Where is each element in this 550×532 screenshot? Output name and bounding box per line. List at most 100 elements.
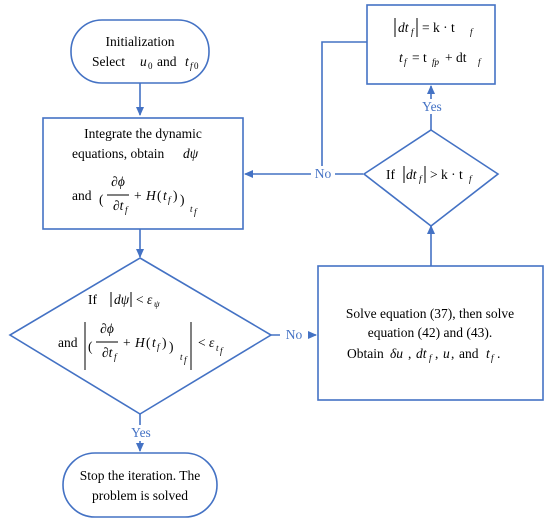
label-yes-update: Yes [422,99,442,114]
svg-text:= k · t: = k · t [422,20,455,35]
svg-text:u: u [443,346,450,361]
svg-text:.: . [497,346,500,361]
svg-text:): ) [162,335,167,350]
update-box [366,4,496,85]
svg-text:f: f [419,174,423,184]
svg-text:dψ: dψ [114,292,130,307]
solve-line2: equation (42) and (43). [368,325,492,340]
svg-text:t: t [190,204,193,214]
svg-text:equations, obtain: equations, obtain [72,146,164,161]
svg-text:,: , [408,346,411,361]
svg-text:+ dt: + dt [445,50,467,65]
svg-text:(: ( [99,192,104,207]
integrate-box [42,117,244,230]
svg-text:t: t [486,346,491,361]
svg-text:): ) [173,188,178,203]
svg-text:f: f [190,61,194,71]
svg-text:f: f [157,342,161,352]
svg-text:f: f [184,355,188,365]
svg-text:f: f [478,57,482,67]
check-decision [362,129,500,228]
init-terminal [70,19,210,84]
svg-text:and: and [72,188,92,203]
svg-text:f: f [194,207,198,217]
svg-text:f: f [429,353,433,363]
integrate-line2: equations, obtain dψ [72,146,199,161]
svg-text:f: f [404,57,408,67]
svg-text:dt: dt [406,167,418,182]
svg-text:,: , [451,346,454,361]
svg-text:dt: dt [416,346,428,361]
svg-text:t: t [399,50,404,65]
svg-text:t: t [152,335,157,350]
svg-text:δu: δu [390,346,403,361]
svg-text:): ) [169,339,174,354]
label-yes-stop: Yes [131,425,151,440]
svg-text:<: < [136,292,144,307]
svg-text:f: f [470,27,474,37]
svg-text:f: f [114,352,118,362]
svg-text:,: , [435,346,438,361]
svg-text:H: H [134,335,146,350]
stop-line1: Stop the iteration. The [80,468,200,483]
svg-text:dψ: dψ [183,146,199,161]
decision-condition-2: and ( ∂ϕ ∂t f + H ( t f ) ) t f < ε t f [58,321,224,370]
svg-text:u: u [140,54,147,69]
label-no-integrate: No [315,166,332,181]
svg-text:Obtain: Obtain [347,346,384,361]
svg-text:<: < [198,335,206,350]
svg-text:t: t [180,352,183,362]
init-select-line: Select u 0 and t f 0 [92,54,199,71]
svg-text:ε: ε [209,335,215,350]
svg-text:): ) [180,192,185,207]
solve-box [317,265,544,401]
svg-text:f: f [469,174,473,184]
svg-text:Select: Select [92,54,125,69]
stop-terminal [62,452,218,518]
svg-text:∂t: ∂t [102,345,114,360]
svg-text:dt: dt [398,20,410,35]
svg-text:(: ( [157,188,162,203]
svg-text:0: 0 [194,61,199,71]
svg-text:+: + [123,335,131,350]
svg-text:+: + [134,188,142,203]
svg-text:t: t [163,188,168,203]
svg-text:and: and [157,54,177,69]
svg-text:0: 0 [148,61,153,71]
svg-text:and: and [459,346,479,361]
svg-text:t: t [185,54,190,69]
svg-text:∂ϕ: ∂ϕ [111,174,125,189]
svg-text:> k · t: > k · t [430,167,463,182]
svg-text:(: ( [88,339,93,354]
svg-text:(: ( [146,335,151,350]
svg-text:If: If [88,292,97,307]
svg-text:∂ϕ: ∂ϕ [100,321,114,336]
svg-text:f: f [220,346,224,356]
stop-line2: problem is solved [92,488,188,503]
svg-text:ε: ε [147,292,153,307]
init-title: Initialization [106,34,175,49]
edge-update-back-to-integrate [321,41,367,174]
label-no-solve: No [286,327,303,342]
integrate-formula: and ( ∂ϕ ∂t f + H ( t f ) ) t f [72,174,198,217]
svg-text:f: f [411,27,415,37]
svg-text:f: f [125,205,129,215]
solve-line1: Solve equation (37), then solve [346,306,514,321]
solve-line3: Obtain δu , dt f , u , and t f . [347,346,500,363]
update-eq2: t f = t fp + dt f [399,50,482,67]
check-condition: If dt f > k · t f [386,166,473,184]
integrate-line1: Integrate the dynamic [84,126,202,141]
svg-text:If: If [386,167,395,182]
svg-text:and: and [58,335,78,350]
svg-text:f: f [168,195,172,205]
svg-text:t: t [216,343,219,353]
svg-text:= t: = t [412,50,427,65]
svg-text:H: H [145,188,157,203]
svg-text:fp: fp [432,57,440,67]
decision-condition-1: If dψ < ε ψ [88,292,160,309]
convergence-decision [8,257,273,415]
update-eq1: dt f = k · t f [394,18,474,37]
svg-text:ψ: ψ [154,299,160,309]
svg-text:∂t: ∂t [113,198,125,213]
